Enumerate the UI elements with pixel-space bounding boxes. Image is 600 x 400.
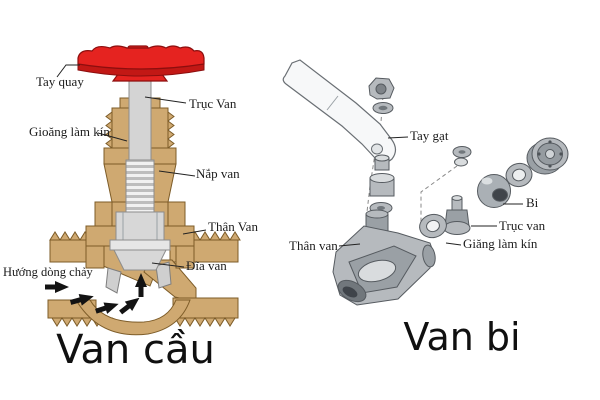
label-bi: Bi	[526, 195, 539, 210]
washer	[372, 102, 394, 114]
ball-valve-stem	[443, 195, 471, 235]
label-tay-gat: Tay gạt	[410, 128, 449, 143]
label-gioang-lam-kin: Gioăng làm kín	[29, 124, 110, 139]
label-huong-dong-chay: Hướng dòng chảy	[3, 265, 93, 279]
leader-lines-right	[338, 136, 523, 247]
valve-stem	[125, 79, 155, 239]
globe-valve-drawing	[45, 45, 241, 336]
end-cap	[526, 137, 569, 175]
leader-lines-left	[56, 64, 207, 268]
title-van-cau: Van cầu	[56, 327, 215, 373]
packing-washers	[452, 146, 472, 167]
ball	[477, 174, 511, 208]
title-van-bi: Van bi	[403, 315, 521, 359]
label-dia-van: Đĩa van	[186, 258, 227, 273]
seat-ring	[505, 162, 533, 188]
seat-gasket-left	[105, 267, 122, 294]
label-truc-van-ball: Trục van	[499, 218, 546, 233]
stem-nut	[368, 77, 395, 100]
ball-valve-drawing	[282, 59, 569, 306]
label-giang-lam-kin: Giăng làm kín	[463, 236, 538, 251]
handwheel	[77, 45, 205, 82]
label-than-van: Thân Van	[208, 219, 258, 234]
valve-disc	[109, 211, 171, 271]
label-nap-van: Nắp van	[196, 166, 240, 181]
label-tay-quay: Tay quay	[36, 74, 84, 89]
seat-gasket-right	[155, 261, 172, 289]
label-truc-van: Trục Van	[189, 96, 237, 111]
gland-nut	[369, 154, 395, 214]
sealing-ring	[419, 213, 447, 239]
ball-valve-body	[332, 209, 436, 306]
label-than-van-ball: Thân van	[289, 238, 338, 253]
